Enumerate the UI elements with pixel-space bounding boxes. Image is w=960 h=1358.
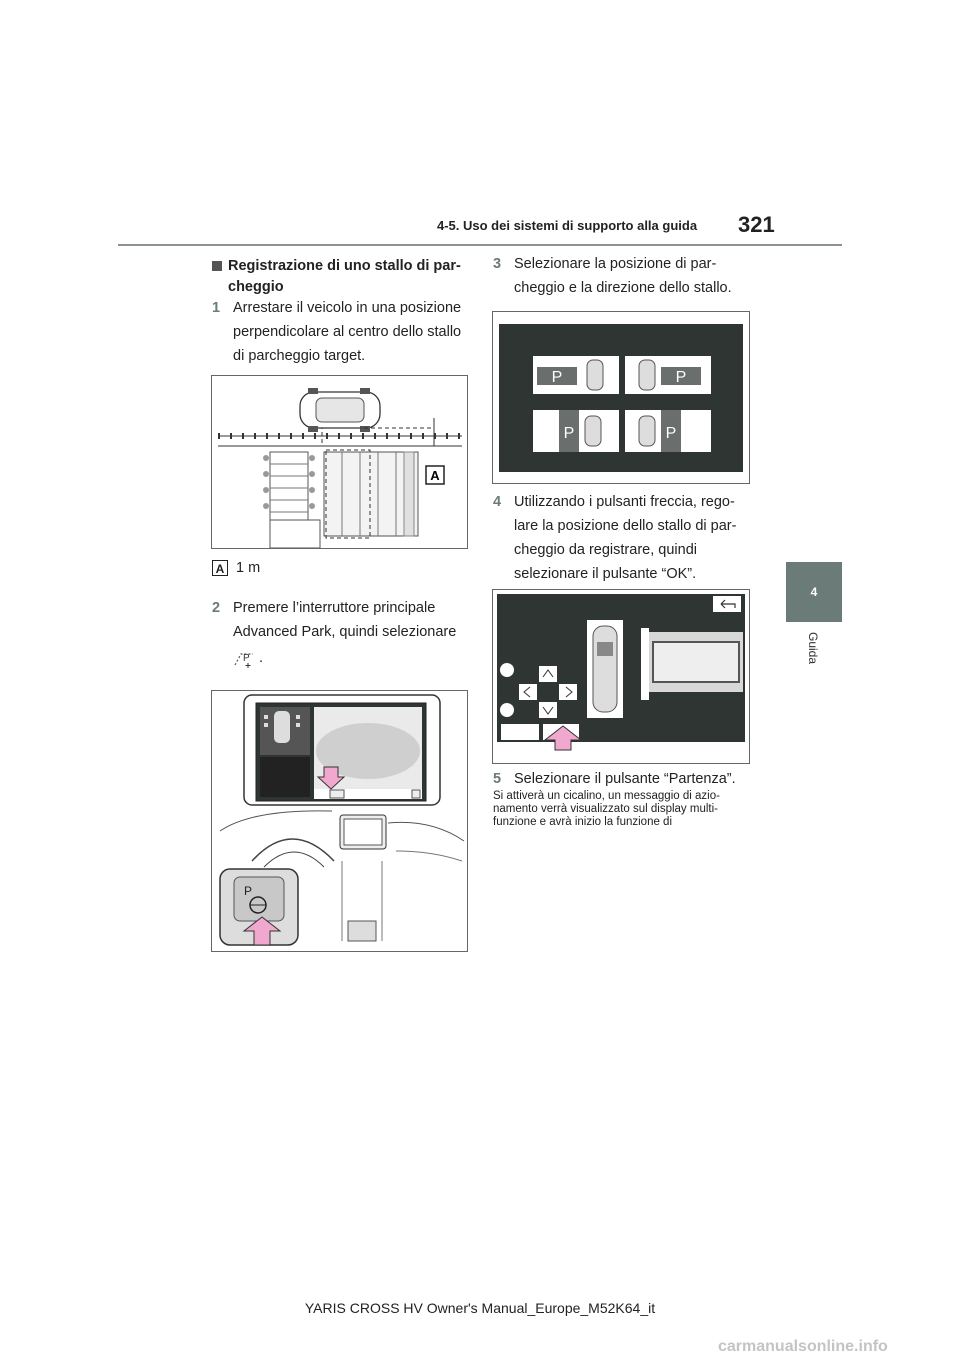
step-4-text: Utilizzando i pulsanti freccia, rego-lar… — [514, 494, 737, 582]
parking-stalls — [323, 449, 419, 539]
tile-3-label: P — [564, 425, 575, 442]
chapter-label-text: Guida — [806, 632, 820, 665]
callout-legend-text: 1 m — [236, 560, 261, 576]
chapter-tab: 4 — [786, 562, 842, 622]
step-2: 2 Premere l’interruttore principale Adva… — [212, 596, 468, 644]
step-1-text: Arrestare il veicolo in una posizione pe… — [233, 300, 462, 364]
footer-manual-id: YARIS CROSS HV Owner's Manual_Europe_M52… — [304, 1300, 656, 1316]
car-top-view-icon — [299, 388, 381, 432]
step-1: 1 Arrestare il veicolo in una posizione … — [212, 296, 468, 368]
figure-dashboard: P — [211, 690, 468, 952]
step-3: 3 Selezionare la posizione di par-cheggi… — [493, 252, 749, 300]
step-4: 4 Utilizzando i pulsanti freccia, rego-l… — [493, 490, 749, 586]
parking-register-icon: P — [234, 653, 253, 668]
step-5: 5 Selezionare il pulsante “Partenza”. — [493, 767, 749, 791]
page-number: 321 — [738, 212, 775, 237]
section-heading: Registrazione di uno stallo di par-chegg… — [212, 256, 468, 298]
callout-legend-letter: A — [212, 560, 228, 577]
chapter-label: Guida — [786, 630, 842, 690]
step-3-number: 3 — [493, 256, 502, 272]
figure-adjust-position — [492, 589, 750, 764]
step-3-text: Selezionare la posizione di par-cheggio … — [514, 256, 732, 296]
step-2-number: 2 — [212, 600, 221, 616]
adjust-position-screen — [497, 594, 745, 751]
figure1-callout-letter: A — [430, 468, 440, 483]
step-2-suffix: . — [259, 649, 264, 666]
svg-text:P: P — [243, 653, 250, 664]
stall-selection-screen: P P P P — [499, 324, 743, 472]
section-heading-text: Registrazione di uno stallo di par-chegg… — [228, 258, 461, 295]
watermark: carmanualsonline.info — [718, 1338, 888, 1355]
tile-4-label: P — [666, 425, 677, 442]
callout-legend: A 1 m — [212, 560, 261, 577]
step-2-icon-row: P . — [233, 648, 263, 668]
header-rule — [118, 244, 842, 246]
parking-diagram-illustration: A — [218, 388, 462, 548]
header-section-title: 4-5. Uso dei sistemi di supporto alla gu… — [437, 218, 698, 233]
figure-stall-selection: P P P P — [492, 311, 750, 484]
section-marker-icon — [212, 261, 222, 271]
brick-wall — [263, 451, 321, 548]
figure-parking-diagram: A — [211, 375, 468, 549]
step-1-number: 1 — [212, 300, 221, 316]
figure2-p-label: P — [244, 884, 252, 898]
tile-1-label: P — [552, 369, 563, 386]
dashboard-illustration: P — [219, 694, 465, 946]
step-5-number: 5 — [493, 771, 502, 787]
note-text: Si attiverà un cicalino, un messaggio di… — [493, 790, 720, 828]
step-5-text: Selezionare il pulsante “Partenza”. — [514, 771, 736, 787]
step-2-text: Premere l’interruttore principale Advanc… — [233, 600, 457, 640]
step-4-number: 4 — [493, 494, 502, 510]
tile-2-label: P — [676, 369, 687, 386]
